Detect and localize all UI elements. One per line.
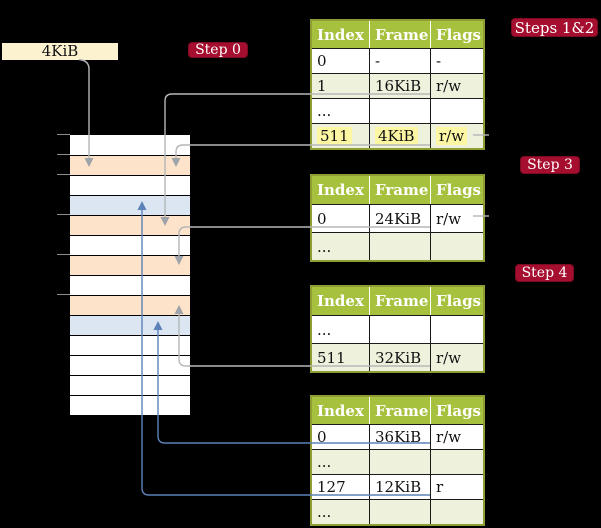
- cell-index: ...: [317, 320, 332, 339]
- highlighted-cell-text: 4KiB: [375, 127, 418, 145]
- memory-tick: [57, 214, 70, 215]
- highlighted-cell-text: 511: [317, 127, 352, 145]
- table-row-recursive-entry: 511 4KiB r/w: [312, 123, 483, 148]
- page-table-steps-1-2: Index Frame Flags 0 - - 1 16KiB r/w ... …: [310, 19, 485, 150]
- table-row: 0 - -: [312, 48, 483, 73]
- badge-step-3: Step 3: [520, 156, 580, 174]
- badge-steps-1-2: Steps 1&2: [511, 18, 598, 37]
- cell-flags: r/w: [430, 425, 483, 449]
- memory-row: [70, 135, 190, 155]
- col-header-index: Index: [317, 181, 364, 199]
- memory-row: [70, 175, 190, 195]
- cell-frame: [369, 316, 430, 343]
- cell-index: 0: [317, 52, 327, 70]
- cell-frame: [369, 99, 430, 123]
- table-header-row: Index Frame Flags: [312, 176, 483, 204]
- table-row: 511 32KiB r/w: [312, 343, 483, 371]
- frame-size-label: 4KiB: [2, 43, 118, 60]
- col-header-index: Index: [317, 292, 364, 310]
- cell-flags: r/w: [430, 74, 483, 98]
- memory-row: [70, 235, 190, 255]
- table-header-row: Index Frame Flags: [312, 21, 483, 48]
- memory-tick: [57, 294, 70, 295]
- cell-flags: r/w: [430, 205, 483, 232]
- col-header-index: Index: [317, 401, 364, 420]
- cell-flags: -: [430, 49, 483, 73]
- cell-frame: 16KiB: [369, 74, 430, 98]
- table-header-row: Index Frame Flags: [312, 397, 483, 424]
- physical-memory-column: [69, 134, 191, 416]
- cell-index: 0: [317, 209, 327, 228]
- highlighted-cell-text: r/w: [436, 127, 468, 145]
- col-header-frame: Frame: [369, 397, 430, 424]
- cell-flags: [430, 99, 483, 123]
- col-header-frame: Frame: [369, 176, 430, 204]
- memory-row: [70, 335, 190, 355]
- col-header-frame: Frame: [369, 21, 430, 48]
- cell-frame: 32KiB: [369, 344, 430, 371]
- memory-row: [70, 155, 190, 175]
- badge-step-0: Step 0: [188, 42, 248, 58]
- cell-index: 511: [317, 348, 346, 367]
- cell-flags: [430, 500, 483, 524]
- table-row: ...: [312, 449, 483, 474]
- memory-tick: [57, 134, 70, 135]
- page-table-step-4: Index Frame Flags ... 511 32KiB r/w: [310, 285, 485, 373]
- table-row: 0 24KiB r/w: [312, 204, 483, 232]
- memory-row: [70, 195, 190, 215]
- memory-tick: [57, 174, 70, 175]
- cell-frame: [369, 450, 430, 474]
- cell-frame: 12KiB: [369, 475, 430, 499]
- cell-flags: [430, 316, 483, 343]
- cell-index: 127: [317, 478, 346, 496]
- col-header-flags: Flags: [430, 21, 483, 48]
- table-row: ...: [312, 98, 483, 123]
- col-header-frame: Frame: [369, 287, 430, 315]
- cell-frame: 36KiB: [369, 425, 430, 449]
- table-row: ...: [312, 499, 483, 524]
- col-header-flags: Flags: [430, 397, 483, 424]
- memory-row: [70, 315, 190, 335]
- table-row: ...: [312, 315, 483, 343]
- memory-row: [70, 295, 190, 315]
- table-header-row: Index Frame Flags: [312, 287, 483, 315]
- cell-index: ...: [317, 102, 332, 120]
- memory-row: [70, 255, 190, 275]
- memory-row: [70, 215, 190, 235]
- cell-index: 511: [312, 124, 369, 148]
- memory-tick: [57, 154, 70, 155]
- cell-flags: r/w: [430, 344, 483, 371]
- cell-frame: [369, 500, 430, 524]
- table-row: 0 36KiB r/w: [312, 424, 483, 449]
- cell-index: 0: [317, 428, 327, 446]
- cell-frame: 24KiB: [369, 205, 430, 232]
- cell-flags: r: [430, 475, 483, 499]
- page-table-step-3: Index Frame Flags 0 24KiB r/w ...: [310, 174, 485, 262]
- table-row: ...: [312, 232, 483, 260]
- cell-index: ...: [317, 237, 332, 256]
- col-header-index: Index: [317, 25, 364, 44]
- cell-frame: 4KiB: [369, 124, 430, 148]
- cell-flags: r/w: [430, 124, 483, 148]
- memory-row: [70, 375, 190, 395]
- col-header-flags: Flags: [430, 176, 483, 204]
- cell-index: 1: [317, 77, 327, 95]
- cell-flags: [430, 450, 483, 474]
- cell-frame: -: [369, 49, 430, 73]
- cell-flags: [430, 233, 483, 260]
- cell-index: ...: [317, 453, 332, 471]
- cell-frame: [369, 233, 430, 260]
- cell-index: ...: [317, 503, 332, 521]
- memory-row: [70, 395, 190, 415]
- memory-row: [70, 355, 190, 375]
- col-header-flags: Flags: [430, 287, 483, 315]
- memory-tick: [57, 254, 70, 255]
- table-row: 127 12KiB r: [312, 474, 483, 499]
- page-table-final: Index Frame Flags 0 36KiB r/w ... 127 12…: [310, 395, 485, 526]
- memory-row: [70, 275, 190, 295]
- table-row: 1 16KiB r/w: [312, 73, 483, 98]
- badge-step-4: Step 4: [515, 264, 574, 282]
